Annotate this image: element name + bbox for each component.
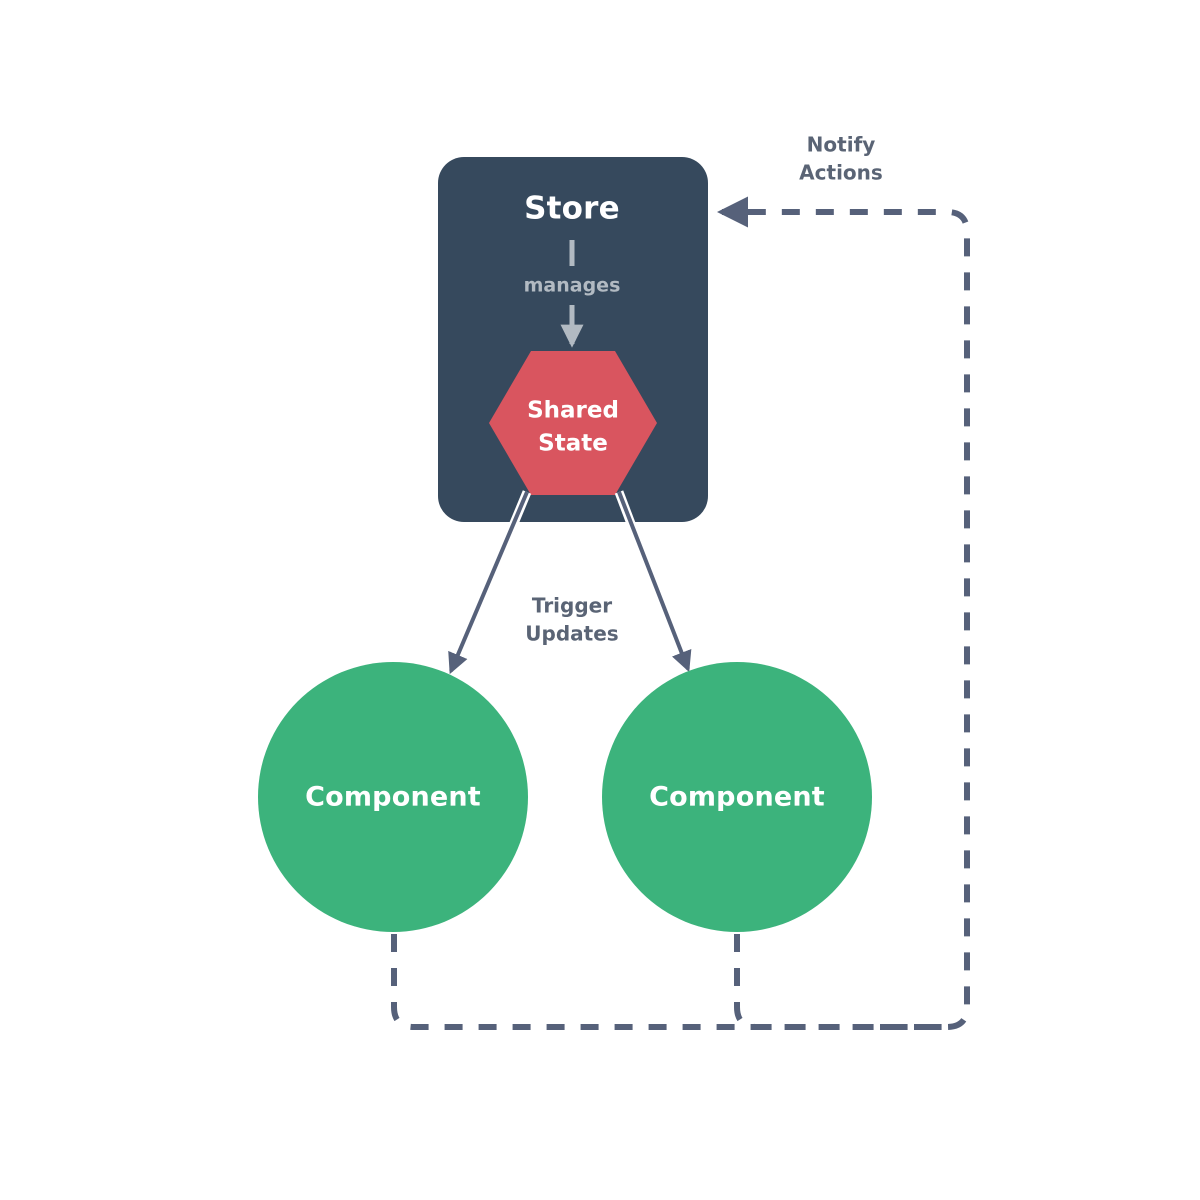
edge-notify-actions <box>391 196 970 1030</box>
shared-state-hexagon[interactable] <box>489 351 657 495</box>
trigger-updates-label-group: Trigger Updates <box>525 594 618 646</box>
trigger-left-arrow <box>448 491 529 675</box>
component-left-label: Component <box>305 782 481 813</box>
store-title: Store <box>524 191 620 227</box>
edge-trigger-updates <box>448 490 692 675</box>
notify-actions-label-line1: Notify <box>807 133 876 157</box>
notify-actions-path-riser <box>717 196 970 1030</box>
node-store[interactable]: Store manages Shared State <box>438 157 708 522</box>
node-component-right[interactable]: Component <box>602 662 872 932</box>
trigger-right-arrow <box>617 491 692 673</box>
notify-actions-path-right <box>734 934 947 1030</box>
notify-actions-label-group: Notify Actions <box>799 133 883 185</box>
shared-state-label-line1: Shared <box>527 398 619 424</box>
component-right-circle[interactable] <box>602 662 872 932</box>
node-component-left[interactable]: Component <box>258 662 528 932</box>
manages-label: manages <box>524 275 621 297</box>
notify-actions-label-line2: Actions <box>799 161 883 185</box>
component-left-circle[interactable] <box>258 662 528 932</box>
trigger-updates-label-line2: Updates <box>525 622 618 646</box>
trigger-updates-label-line1: Trigger <box>532 594 612 618</box>
notify-actions-path-left <box>391 934 940 1030</box>
shared-state-label-line2: State <box>538 431 608 457</box>
component-right-label: Component <box>649 782 825 813</box>
node-shared-state[interactable]: Shared State <box>489 351 657 495</box>
edge-manages: manages <box>524 240 621 348</box>
